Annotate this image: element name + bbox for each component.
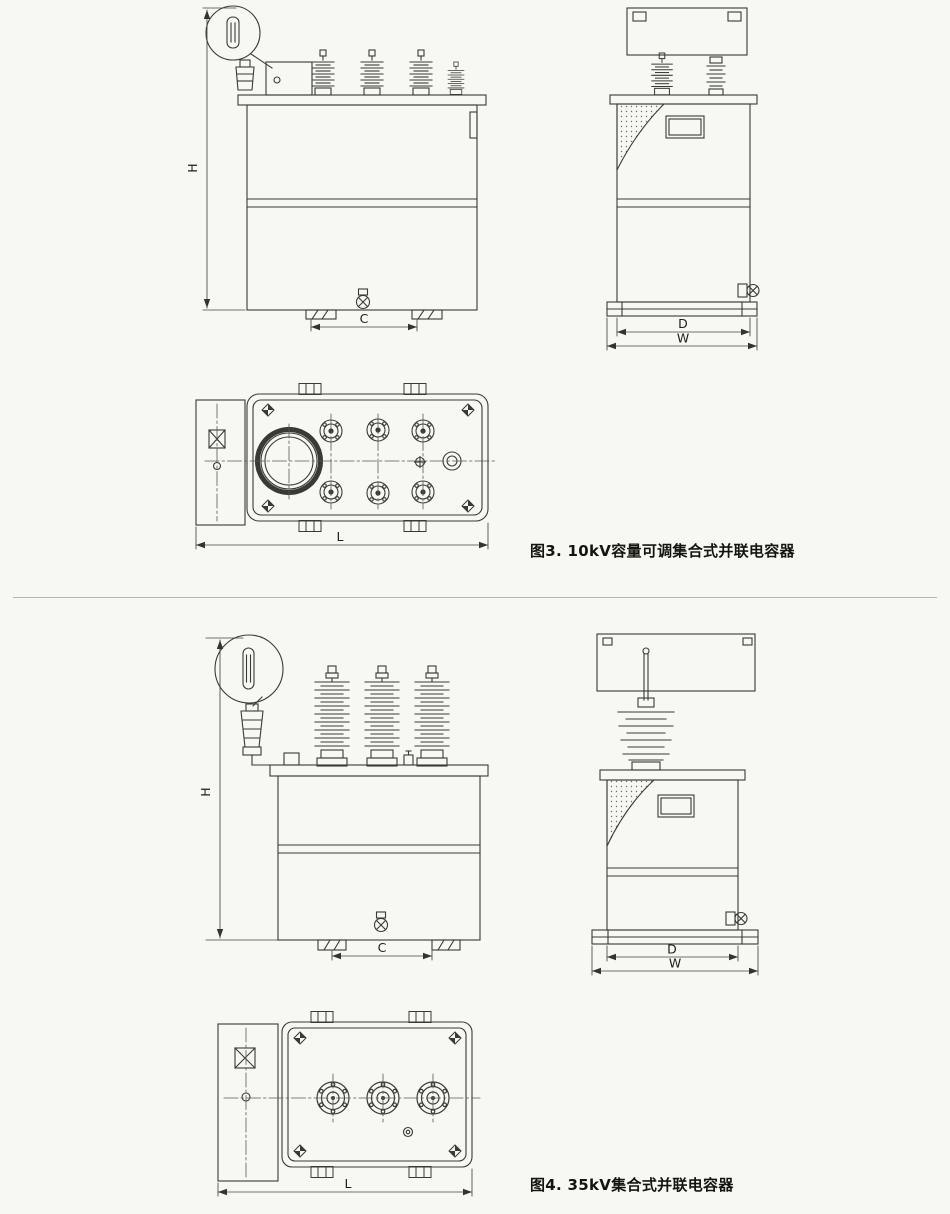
figure3-caption: 图3. 10kV容量可调集合式并联电容器 — [530, 542, 795, 560]
fig3-dim-d-label: D — [678, 316, 688, 331]
fig3-side-view: D W — [606, 7, 760, 351]
fig4-tank-lid — [269, 764, 489, 777]
fig4-dim-base-width: W — [591, 945, 759, 976]
fig3-oil-level-indicator — [616, 103, 666, 171]
fig4-feet — [317, 939, 461, 951]
fig3-top-control-panel — [195, 399, 246, 526]
fig4-corner-mark-icon — [448, 1031, 462, 1045]
fig3-side-insulator — [706, 56, 726, 96]
fig3-corner-mark-icon — [461, 403, 475, 417]
fig3-top-body-outer — [246, 393, 489, 522]
fig3-front-view: H — [185, 5, 487, 332]
fig4-side-stem — [642, 647, 650, 701]
fig3-corner-mark-icon — [461, 499, 475, 513]
fig4-front-view: H — [198, 634, 489, 961]
fig3-detail-callout — [205, 5, 273, 69]
fig4-panel-detail — [234, 1047, 256, 1102]
fig3-bushing-4 — [447, 61, 465, 95]
fig4-drain-valve — [373, 911, 389, 933]
fig3-dim-length: L — [195, 522, 489, 550]
fig4-mount-bracket — [408, 1165, 432, 1179]
fig4-side-base — [591, 929, 759, 945]
fig4-dim-w-label: W — [669, 956, 681, 971]
fig3-side-lid — [609, 94, 758, 105]
fig4-bushing-1 — [314, 665, 350, 767]
fig4-bushings — [314, 665, 450, 767]
fig4-detail-callout — [214, 634, 284, 707]
fig3-dim-h-label: H — [185, 163, 200, 172]
fig3-side-valve — [737, 283, 760, 298]
fig4-lid-vent — [403, 750, 414, 766]
fig3-nameplate — [665, 115, 705, 139]
fig4-side-valve — [725, 911, 748, 926]
fig4-bushing-3 — [414, 665, 450, 767]
fig4-dim-d-label: D — [667, 942, 677, 957]
fig4-mount-bracket — [408, 1010, 432, 1024]
fig4-top-view: L — [217, 1010, 481, 1197]
fig3-bushing-2 — [360, 49, 384, 96]
fig4-corner-mark-icon — [293, 1144, 307, 1158]
fig4-corner-mark-icon — [448, 1144, 462, 1158]
fig3-side-top-box — [626, 7, 748, 56]
fig3-surge-arrester — [235, 59, 255, 91]
fig3-dim-foot-span: C — [310, 311, 418, 332]
fig4-dim-depth: D — [606, 942, 739, 962]
fig4-tank-body — [277, 775, 481, 941]
fig3-mount-bracket — [403, 519, 427, 533]
fig4-dim-l-label: L — [345, 1176, 352, 1191]
fig4-dim-c-label: C — [378, 940, 387, 955]
fig4-corner-mark-icon — [293, 1031, 307, 1045]
fig3-dim-w-label: W — [677, 331, 689, 346]
fig4-side-top-box — [596, 633, 756, 692]
fig4-side-lid — [599, 769, 746, 781]
fig4-dim-foot-span: C — [331, 940, 433, 961]
fig4-top-control-panel — [217, 1023, 279, 1182]
fig4-top-body-outer — [281, 1021, 473, 1168]
fig3-drain-valve — [355, 288, 371, 310]
fig3-bushing-1 — [311, 49, 335, 96]
fig4-dim-height: H — [198, 637, 279, 941]
fig4-oil-level-indicator — [606, 779, 656, 847]
fig3-feet — [305, 309, 443, 320]
fig4-mount-bracket — [310, 1165, 334, 1179]
fig3-dim-base-width: W — [606, 317, 758, 351]
fig4-top-body-inner — [287, 1027, 467, 1162]
fig4-dim-length: L — [217, 1168, 473, 1197]
fig3-dim-depth: D — [616, 316, 751, 337]
fig3-mount-bracket — [298, 519, 322, 533]
fig3-corner-mark-icon — [261, 403, 275, 417]
fig3-top-body-inner — [252, 399, 483, 516]
fig3-top-view: L — [195, 382, 498, 550]
fig3-side-base — [606, 301, 758, 317]
section-divider — [13, 597, 937, 598]
fig3-corner-mark-icon — [261, 499, 275, 513]
fig4-small-port — [402, 1126, 414, 1138]
fig3-dim-height: H — [185, 7, 246, 311]
fig3-junction-box — [265, 61, 313, 96]
fig4-mount-bracket — [310, 1010, 334, 1024]
fig3-thermometer-pocket — [469, 111, 478, 139]
figure4-caption: 图4. 35kV集合式并联电容器 — [530, 1176, 734, 1194]
fig4-side-bushing — [617, 697, 675, 771]
fig3-side-bushing — [651, 52, 673, 96]
fig4-dim-h-label: H — [198, 787, 213, 796]
fig3-bushing-3 — [409, 49, 433, 96]
fig3-dim-c-label: C — [360, 311, 369, 326]
fig3-dim-l-label: L — [337, 529, 344, 544]
fig4-bushing-2 — [364, 665, 400, 767]
fig3-tank-lid — [237, 94, 487, 106]
fig4-lid-bracket — [283, 752, 300, 766]
fig4-nameplate — [657, 794, 695, 818]
fig3-mount-bracket — [298, 382, 322, 396]
fig3-mount-bracket — [403, 382, 427, 396]
fig3-bushings — [311, 49, 465, 96]
fig4-surge-arrester — [240, 703, 285, 766]
fig4-side-view: D W — [591, 633, 759, 976]
